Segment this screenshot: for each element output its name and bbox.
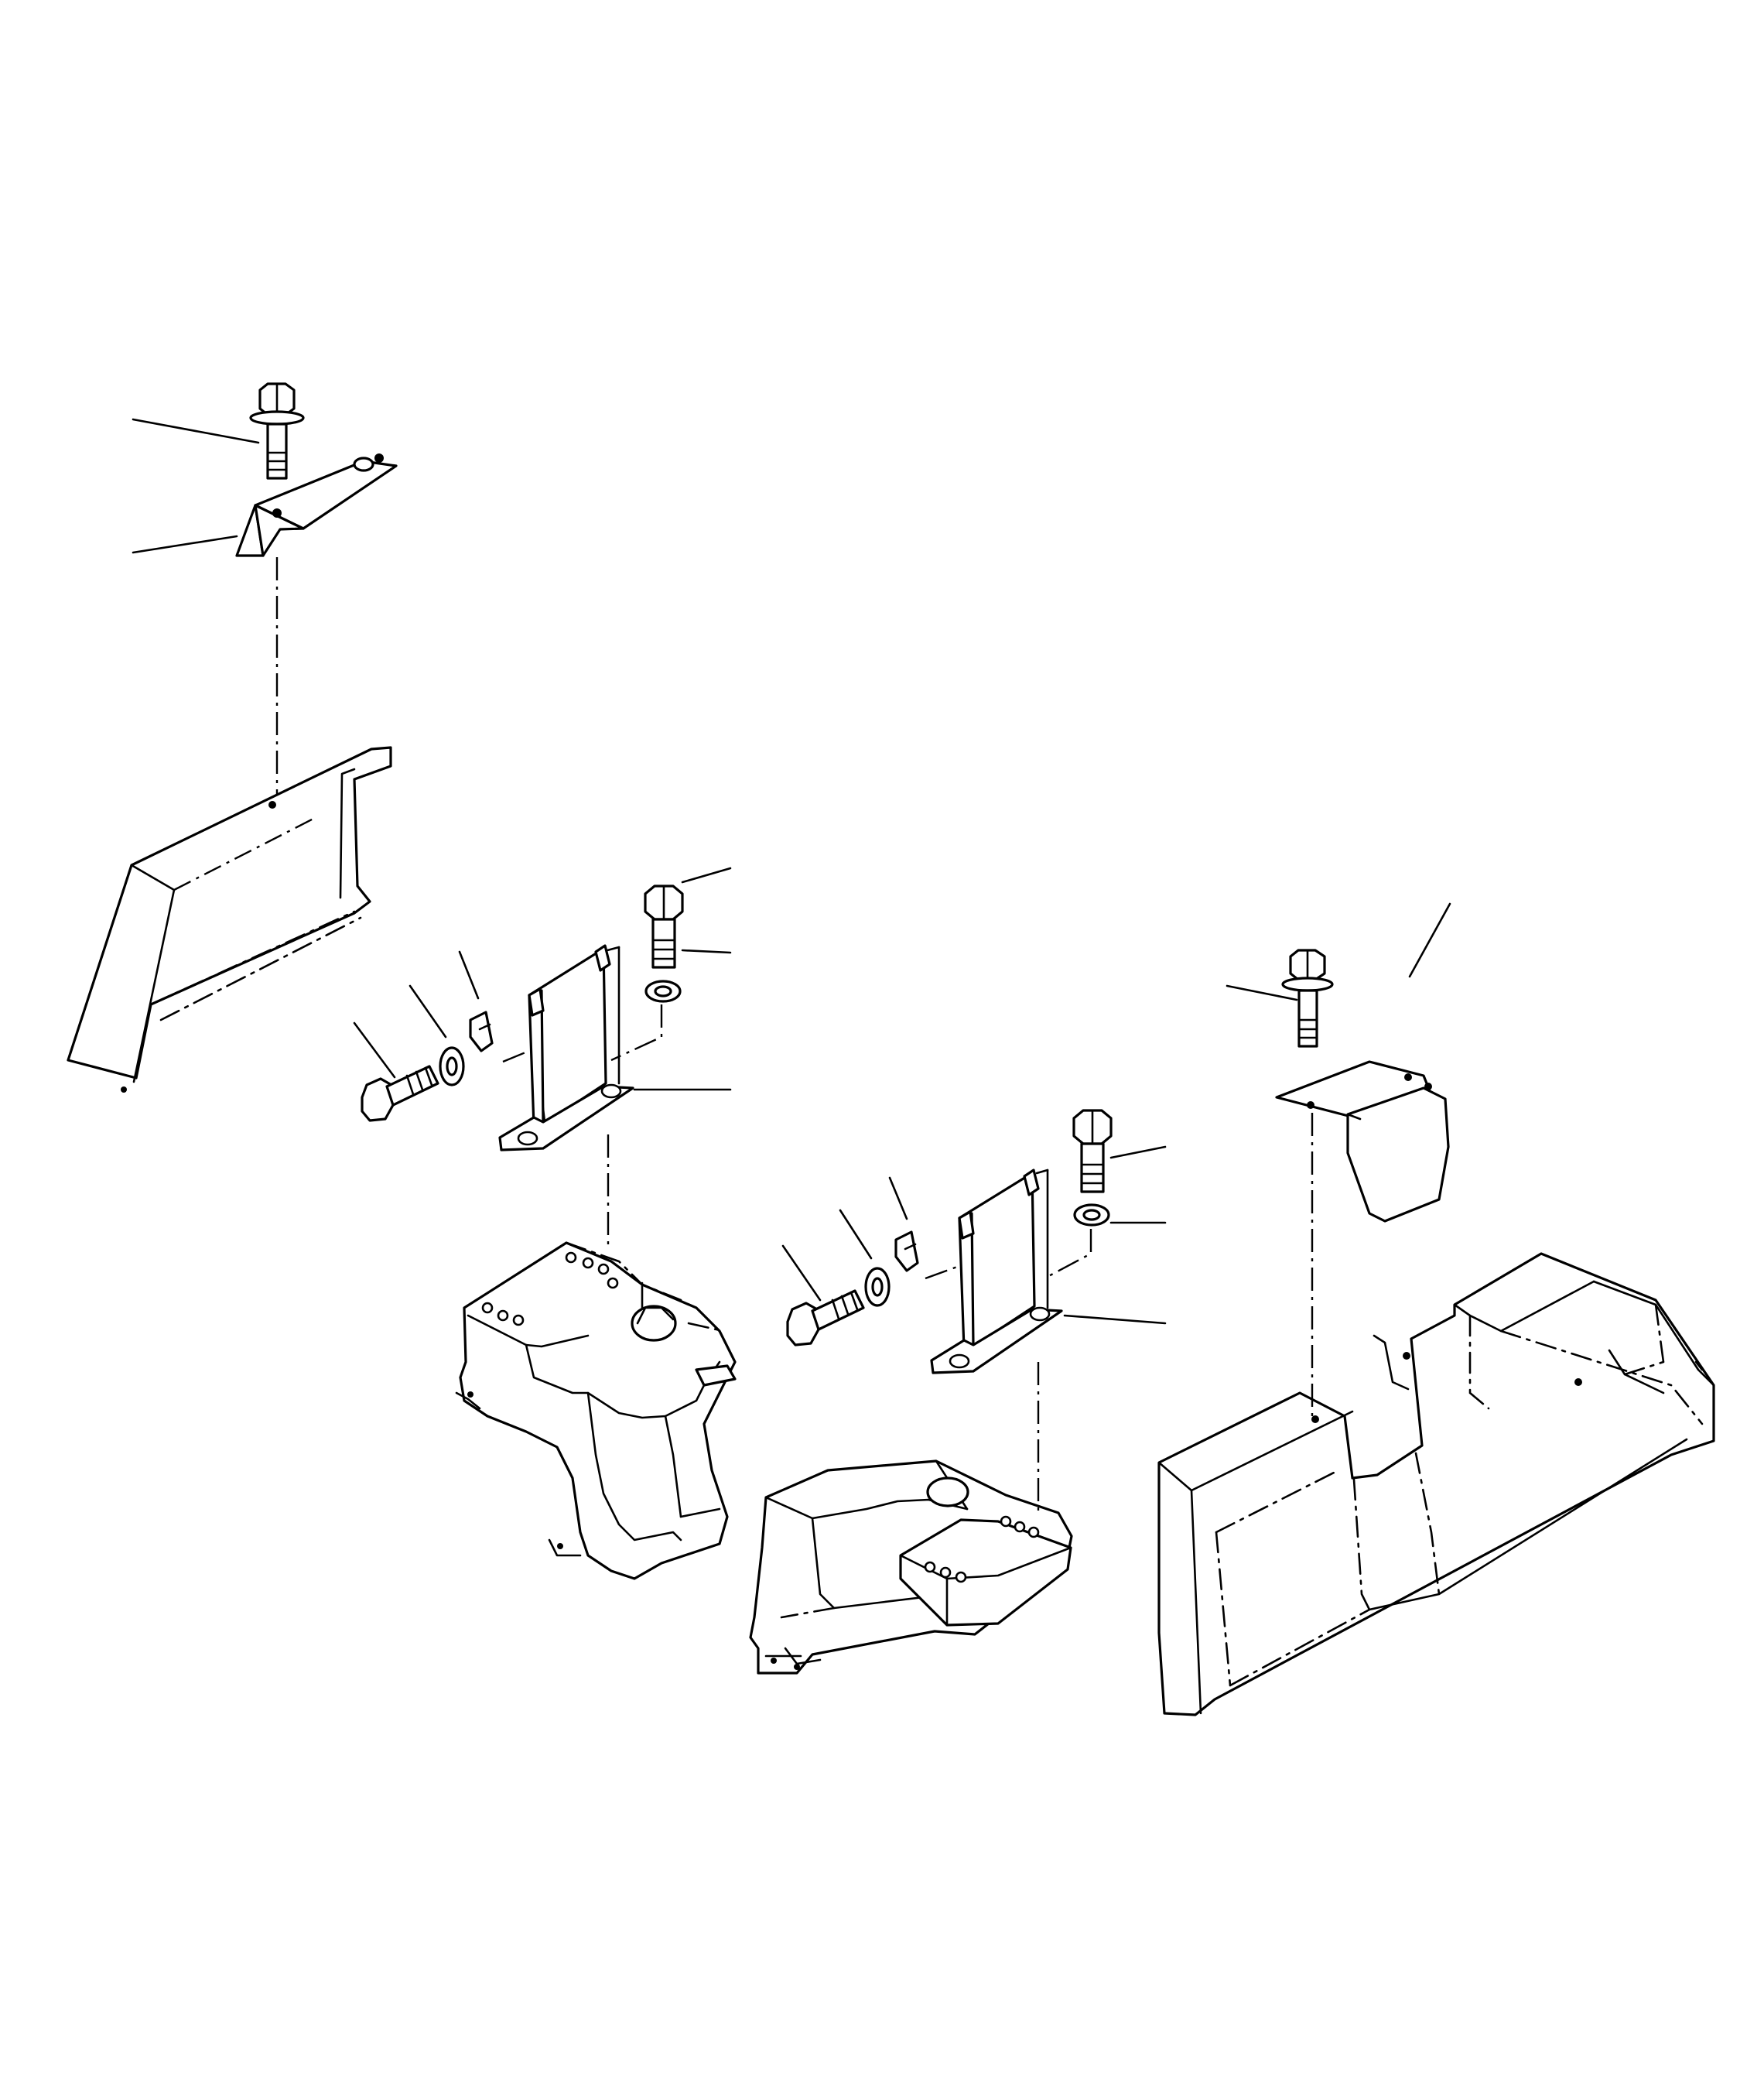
washer-upper-middle <box>644 980 682 1003</box>
leader-13 <box>839 1209 873 1260</box>
clip-middle-left <box>469 1011 494 1052</box>
clip-middle-center <box>894 1230 919 1272</box>
bolt-middle-center <box>786 1289 865 1346</box>
flange-bolt-right <box>1281 949 1334 1048</box>
washer-middle-right <box>1073 1203 1110 1227</box>
leader-7 <box>409 984 447 1038</box>
callout-leaders <box>132 418 1451 1325</box>
leader-1 <box>132 418 260 444</box>
leader-12 <box>888 1176 908 1220</box>
bolt-middle-right <box>1072 1109 1113 1193</box>
washer-middle-left <box>439 1046 465 1086</box>
leader-9 <box>1109 1145 1167 1159</box>
leader-3 <box>681 867 732 884</box>
leader-8 <box>353 1021 396 1079</box>
cover-large-right <box>1157 1252 1715 1716</box>
leader-11 <box>1063 1314 1167 1325</box>
leader-15 <box>1226 984 1298 1001</box>
bolt-upper-middle <box>644 885 684 969</box>
leader-4 <box>681 949 732 954</box>
transmission-housing <box>749 1459 1073 1675</box>
leader-16 <box>1408 902 1451 978</box>
support-bracket-middle-left <box>498 944 634 1151</box>
cover-front-left <box>67 746 392 1093</box>
plate-bracket-top-left <box>235 453 398 557</box>
bolt-middle-left <box>361 1065 439 1122</box>
leader-14 <box>781 1244 822 1302</box>
engine-housing <box>455 1241 737 1580</box>
leader-6 <box>458 950 480 1000</box>
cover-plate-right <box>1275 1060 1450 1223</box>
leader-2 <box>132 535 238 554</box>
assembly-centerlines <box>275 557 1314 1515</box>
support-bracket-middle-center <box>930 1169 1063 1374</box>
washer-middle-center <box>864 1267 891 1307</box>
flange-bolt-top-left <box>249 382 305 480</box>
